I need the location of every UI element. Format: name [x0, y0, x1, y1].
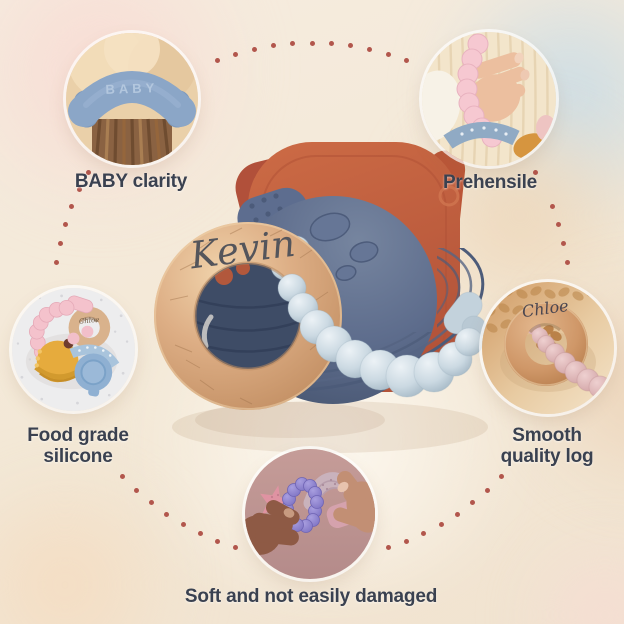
dot — [403, 538, 409, 544]
dot — [549, 204, 555, 210]
dot — [215, 58, 221, 64]
mini-yellow-planet — [34, 332, 83, 383]
label-soft-durable: Soft and not easily damaged — [184, 586, 438, 607]
callout-photo-prehensile — [422, 32, 556, 166]
dot — [470, 500, 476, 506]
dot — [564, 260, 570, 266]
dot — [347, 43, 353, 49]
dot — [498, 473, 504, 479]
planet-craters — [309, 212, 379, 282]
label-food-grade: Food grade silicone — [27, 425, 129, 468]
dot — [454, 511, 460, 517]
callout-smooth-log: Chloe — [482, 282, 614, 414]
dot — [403, 58, 409, 64]
dot — [62, 222, 68, 228]
bg-blob-peach-bottomleft — [0, 470, 200, 624]
dot — [69, 204, 75, 210]
callout-baby-clarity: BABY — [66, 33, 198, 165]
dot — [438, 521, 444, 527]
dot — [180, 521, 186, 527]
dot — [54, 260, 60, 266]
callout-food-grade: Chloe — [12, 288, 135, 411]
label-prehensile: Prehensile — [442, 172, 538, 193]
callout-photo-baby-clarity: BABY — [66, 33, 198, 165]
label-smooth-log: Smooth quality log — [500, 425, 594, 468]
callout-photo-smooth-log: Chloe — [482, 282, 614, 414]
dot — [366, 46, 372, 52]
product-shadow-inner — [195, 402, 385, 438]
dot — [328, 41, 334, 47]
label-baby-clarity: BABY clarity — [74, 171, 188, 192]
callout-soft-durable — [245, 449, 375, 579]
engraving-baby: BABY — [105, 80, 158, 97]
dot — [148, 500, 154, 506]
dot — [215, 538, 221, 544]
dot — [120, 473, 126, 479]
dot — [561, 241, 567, 247]
dot — [197, 530, 203, 536]
callout-photo-food-grade: Chloe — [12, 288, 135, 411]
dot — [309, 40, 315, 46]
dot — [252, 46, 258, 52]
dot — [385, 545, 391, 551]
dot — [164, 511, 170, 517]
callout-prehensile — [422, 32, 556, 166]
callout-photo-soft-durable — [245, 449, 375, 579]
dot — [556, 222, 562, 228]
dot — [421, 530, 427, 536]
dot — [233, 545, 239, 551]
engraving-chloe-small: Chloe — [79, 316, 100, 326]
bg-blob-pink-bottomright — [510, 540, 624, 624]
wood-sticks — [92, 118, 172, 165]
dot — [290, 41, 296, 47]
dot — [57, 241, 63, 247]
dot — [385, 51, 391, 57]
dot — [271, 43, 277, 49]
dot — [233, 51, 239, 57]
